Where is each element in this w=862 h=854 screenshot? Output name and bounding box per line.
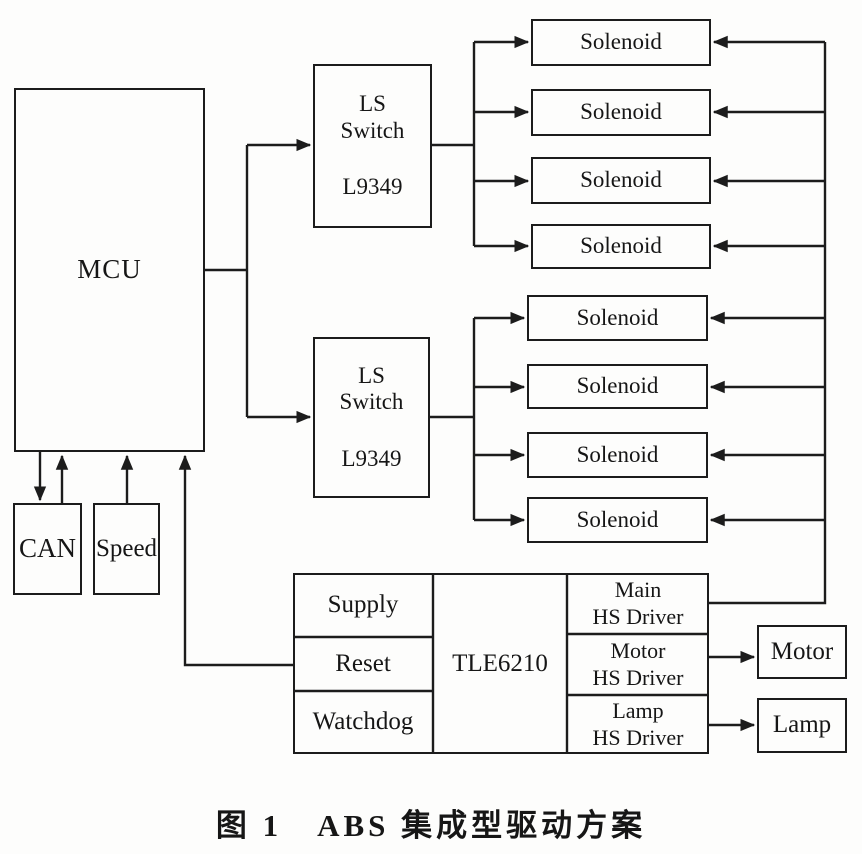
block-tle6210-composite (293, 573, 709, 754)
cell-main-hs-driver: Main HS Driver (568, 575, 708, 632)
cell-watchdog: Watchdog (295, 692, 431, 752)
solenoid-label: Solenoid (576, 441, 659, 467)
cell-reset: Reset (295, 638, 431, 690)
block-lamp: Lamp (757, 698, 847, 753)
speed-label: Speed (95, 534, 158, 562)
lamp-hs-driver-line2: HS Driver (592, 724, 684, 750)
block-can: CAN (13, 503, 82, 595)
solenoid-label: Solenoid (576, 373, 659, 399)
ls-switch-2-line1: LS (358, 362, 385, 388)
cell-supply: Supply (295, 575, 431, 635)
watchdog-label: Watchdog (312, 708, 414, 735)
tle6210-label: TLE6210 (452, 649, 548, 677)
solenoid-label: Solenoid (576, 304, 659, 330)
figure-caption: 图 1 ABS 集成型驱动方案 (215, 808, 647, 843)
block-solenoid-6: Solenoid (527, 364, 708, 409)
solenoid-label: Solenoid (580, 167, 662, 193)
mcu-label: MCU (77, 254, 142, 285)
block-solenoid-7: Solenoid (527, 432, 708, 478)
solenoid-label: Solenoid (580, 99, 662, 125)
block-solenoid-1: Solenoid (531, 19, 711, 66)
motor-hs-driver-line1: Motor (610, 638, 666, 664)
solenoid-label: Solenoid (576, 506, 659, 532)
reset-label: Reset (335, 650, 391, 677)
ls-switch-1-part: L9349 (342, 174, 403, 200)
main-hs-driver-line1: Main (614, 577, 662, 603)
block-motor: Motor (757, 625, 847, 679)
can-label: CAN (18, 533, 76, 564)
block-ls-switch-2: LS Switch L9349 (313, 337, 430, 498)
block-solenoid-5: Solenoid (527, 295, 708, 341)
block-solenoid-2: Solenoid (531, 89, 711, 136)
block-ls-switch-1: LS Switch L9349 (313, 64, 432, 228)
block-solenoid-4: Solenoid (531, 224, 711, 269)
block-solenoid-3: Solenoid (531, 157, 711, 204)
lamp-hs-driver-line1: Lamp (612, 698, 664, 724)
solenoid-label: Solenoid (580, 233, 662, 259)
cell-motor-hs-driver: Motor HS Driver (568, 636, 708, 693)
motor-hs-driver-line2: HS Driver (592, 664, 684, 690)
block-speed: Speed (93, 503, 160, 595)
block-solenoid-8: Solenoid (527, 497, 708, 543)
ls-switch-1-line1: LS (359, 91, 386, 117)
ls-switch-2-line2: Switch (339, 389, 404, 415)
cell-tle6210: TLE6210 (434, 575, 566, 752)
lamp-label: Lamp (772, 711, 832, 739)
block-mcu: MCU (14, 88, 205, 452)
solenoid-label: Solenoid (580, 29, 662, 55)
motor-label: Motor (770, 637, 834, 665)
ls-switch-2-part: L9349 (341, 445, 402, 471)
main-hs-driver-line2: HS Driver (592, 603, 684, 629)
ls-switch-1-line2: Switch (340, 117, 405, 143)
supply-label: Supply (327, 591, 399, 618)
cell-lamp-hs-driver: Lamp HS Driver (568, 697, 708, 752)
